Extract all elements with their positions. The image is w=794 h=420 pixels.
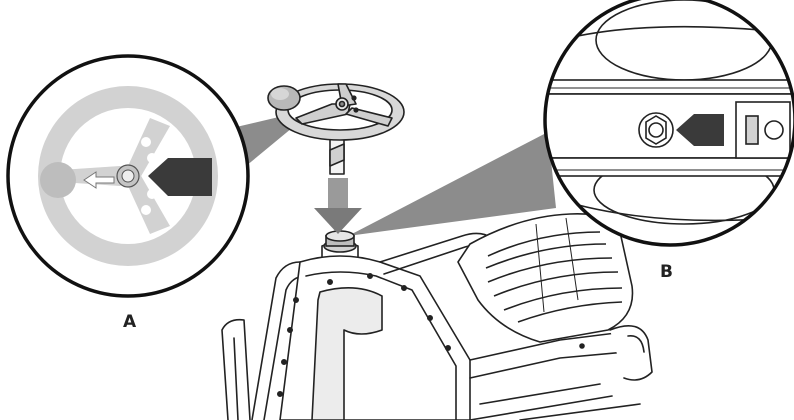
detail-b-beam [348,132,556,236]
detail-a-magnifier [6,54,250,298]
pointer-arrow-icon [148,158,212,196]
left-arrow-icon [83,171,115,189]
detail-a-label: A [123,312,137,332]
detail-b-label: B [660,262,673,282]
steering-column-nut [323,230,357,253]
kart-chassis [221,232,653,420]
steering-wheel [267,83,405,175]
down-arrow-icon [314,178,362,234]
pointer-arrow-icon [676,114,724,146]
kart-seat [457,213,634,343]
detail-b-magnifier [543,0,794,247]
